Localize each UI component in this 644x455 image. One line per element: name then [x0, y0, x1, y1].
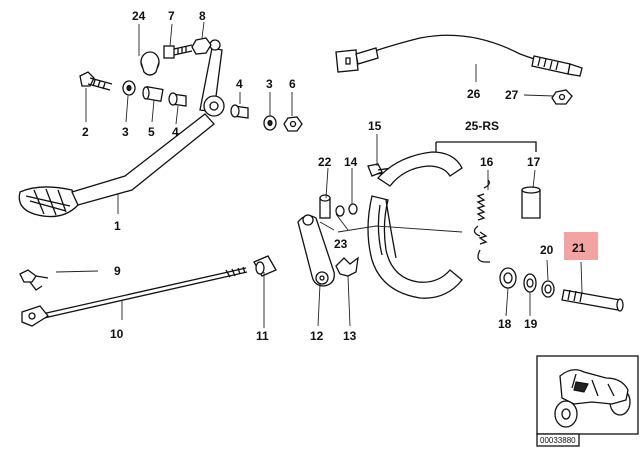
label-4[interactable]: 4	[172, 125, 179, 139]
part-3-washer-right[interactable]	[263, 115, 277, 131]
label-17[interactable]: 17	[527, 155, 541, 169]
part-25-brake-shoes[interactable]	[367, 141, 537, 299]
reference-code: 00033880	[540, 436, 576, 445]
label-21[interactable]: 21	[572, 241, 586, 255]
part-20-o-ring[interactable]	[541, 280, 555, 298]
label-13[interactable]: 13	[343, 329, 357, 343]
part-24-cap[interactable]	[140, 51, 160, 76]
part-14-washers[interactable]	[335, 203, 358, 217]
brake-pedal[interactable]	[18, 39, 225, 218]
part-21-axle[interactable]	[561, 289, 624, 312]
label-8[interactable]: 8	[199, 9, 206, 23]
label-7[interactable]: 7	[168, 9, 175, 23]
label-2[interactable]: 2	[82, 125, 89, 139]
label-25-rs[interactable]: 25-RS	[465, 119, 499, 133]
label-26[interactable]: 26	[467, 87, 481, 101]
label-27[interactable]: 27	[505, 88, 519, 102]
label-15[interactable]: 15	[368, 119, 382, 133]
part-27-nut[interactable]	[551, 89, 573, 105]
part-19-bushing[interactable]	[523, 273, 537, 293]
part-12-brake-lever[interactable]	[297, 214, 335, 287]
label-16[interactable]: 16	[480, 155, 494, 169]
label-18[interactable]: 18	[498, 317, 512, 331]
part-18-washer[interactable]	[499, 267, 517, 289]
part-3-washer[interactable]	[122, 80, 136, 96]
label-11[interactable]: 11	[256, 329, 269, 343]
label-3-right[interactable]: 3	[266, 77, 273, 91]
part-9-clip[interactable]	[19, 269, 49, 291]
part-13-wing-nut[interactable]	[335, 256, 359, 277]
label-9[interactable]: 9	[114, 264, 121, 278]
part-7-bolt[interactable]	[163, 44, 193, 59]
part-6-nut[interactable]	[283, 116, 303, 132]
label-22[interactable]: 22	[318, 155, 332, 169]
label-6[interactable]: 6	[289, 77, 296, 91]
motorcycle-thumbnail	[536, 355, 639, 435]
label-10[interactable]: 10	[110, 327, 124, 341]
label-3[interactable]: 3	[122, 125, 129, 139]
label-5[interactable]: 5	[148, 125, 155, 139]
part-26-cable[interactable]	[335, 34, 583, 77]
label-12[interactable]: 12	[310, 329, 324, 343]
reference-code-box: 00033880	[536, 433, 580, 447]
label-4-right[interactable]: 4	[236, 77, 243, 91]
label-20[interactable]: 20	[540, 243, 554, 257]
leader-lines	[55, 21, 583, 328]
motorcycle-icon	[554, 369, 631, 428]
part-11-adjuster[interactable]	[253, 255, 277, 277]
part-4-bushing-right[interactable]	[230, 104, 249, 119]
label-19[interactable]: 19	[524, 317, 538, 331]
part-5-bushing[interactable]	[142, 85, 164, 103]
part-17-sleeve[interactable]	[521, 186, 541, 219]
part-labels: 24 7 8 2 3 5 4 4 3 6 1 9 10 26 27 15 25-…	[82, 9, 586, 343]
part-22-camshaft[interactable]	[319, 194, 331, 219]
part-10-brake-rod[interactable]	[21, 266, 248, 327]
label-1[interactable]: 1	[114, 219, 121, 233]
part-16-spring[interactable]	[473, 179, 490, 263]
highlight-part-21	[564, 232, 598, 260]
part-8-nut[interactable]	[191, 37, 212, 55]
label-23[interactable]: 23	[334, 237, 348, 251]
part-2-bolt[interactable]	[79, 71, 113, 91]
label-14[interactable]: 14	[344, 155, 358, 169]
part-4-bushing[interactable]	[168, 92, 187, 107]
label-24[interactable]: 24	[132, 9, 146, 23]
